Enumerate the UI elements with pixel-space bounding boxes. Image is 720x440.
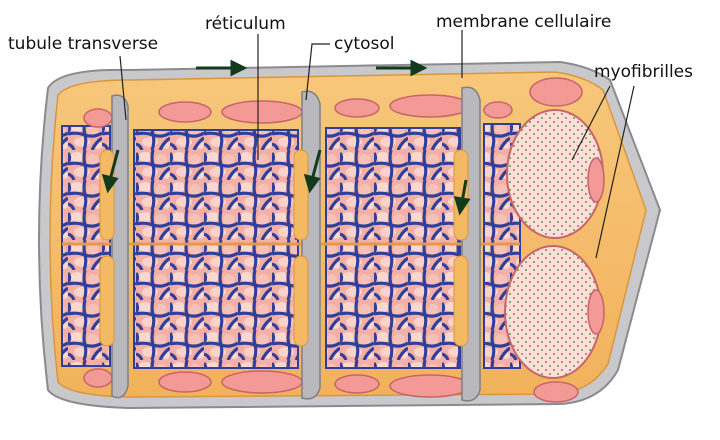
myofibril-segment-3 [326,128,460,368]
label-t-tubule: tubule transverse [8,34,158,54]
myofibril-segment-2 [134,130,298,368]
label-reticulum: réticulum [205,14,286,34]
label-cytosol: cytosol [334,34,394,54]
label-myofibrils: myofibrilles [594,62,693,82]
label-membrane: membrane cellulaire [436,12,611,32]
